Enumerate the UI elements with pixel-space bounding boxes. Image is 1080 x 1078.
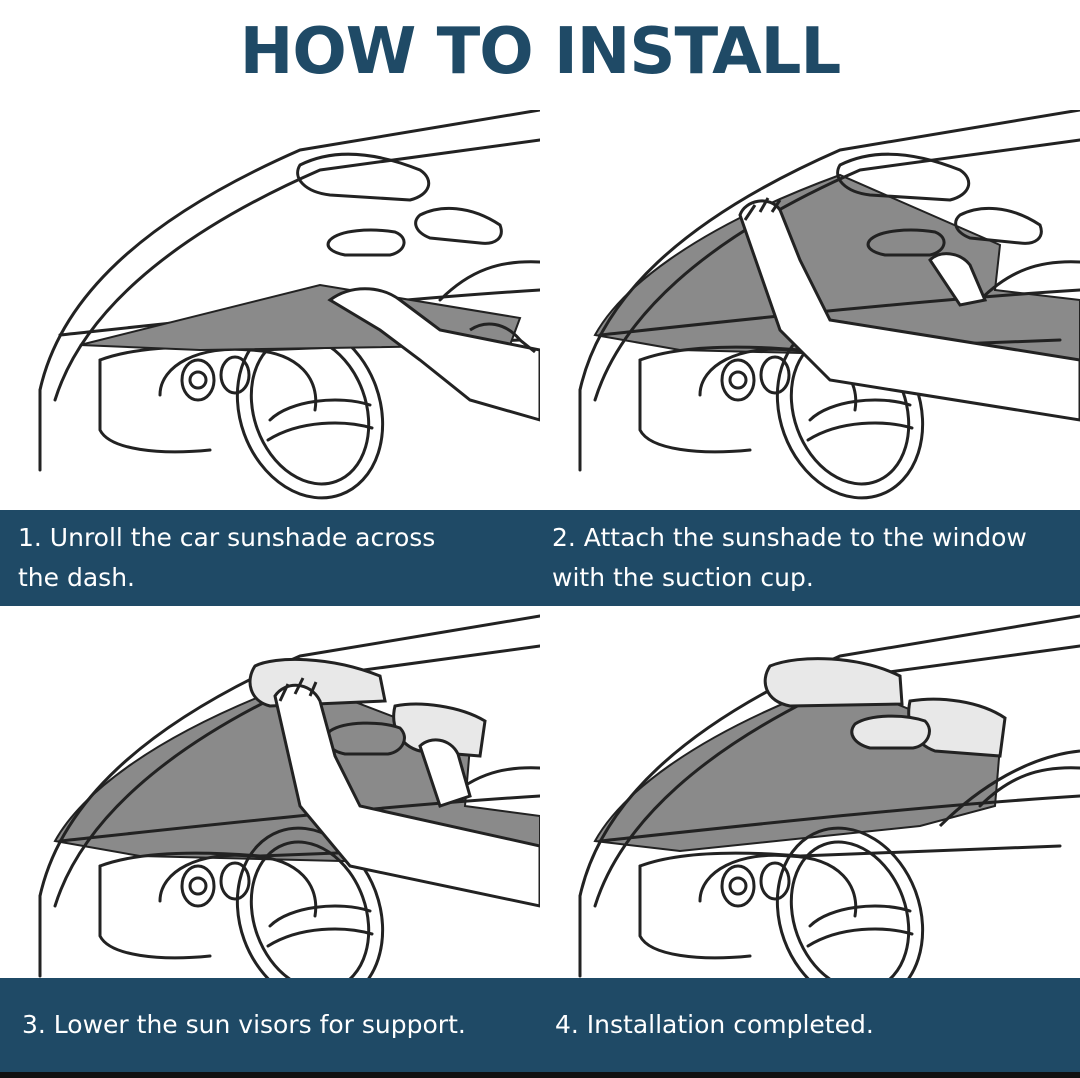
caption-band-top: 1. Unroll the car sunshade across the da… xyxy=(0,510,1080,606)
step-1-caption: 1. Unroll the car sunshade across the da… xyxy=(18,523,436,592)
page-title: HOW TO INSTALL xyxy=(239,15,841,89)
step-1-illustration xyxy=(0,110,540,510)
step-2-illustration xyxy=(540,110,1080,510)
bottom-edge xyxy=(0,1072,1080,1078)
step-4-caption: 4. Installation completed. xyxy=(555,1010,874,1039)
step-3-illustration xyxy=(0,606,540,978)
step-4-illustration xyxy=(540,606,1080,978)
step-3-caption: 3. Lower the sun visors for support. xyxy=(22,1010,466,1039)
caption-band-bottom: 3. Lower the sun visors for support. 4. … xyxy=(0,978,1080,1072)
step-2-caption: 2. Attach the sunshade to the window wit… xyxy=(552,523,1027,592)
